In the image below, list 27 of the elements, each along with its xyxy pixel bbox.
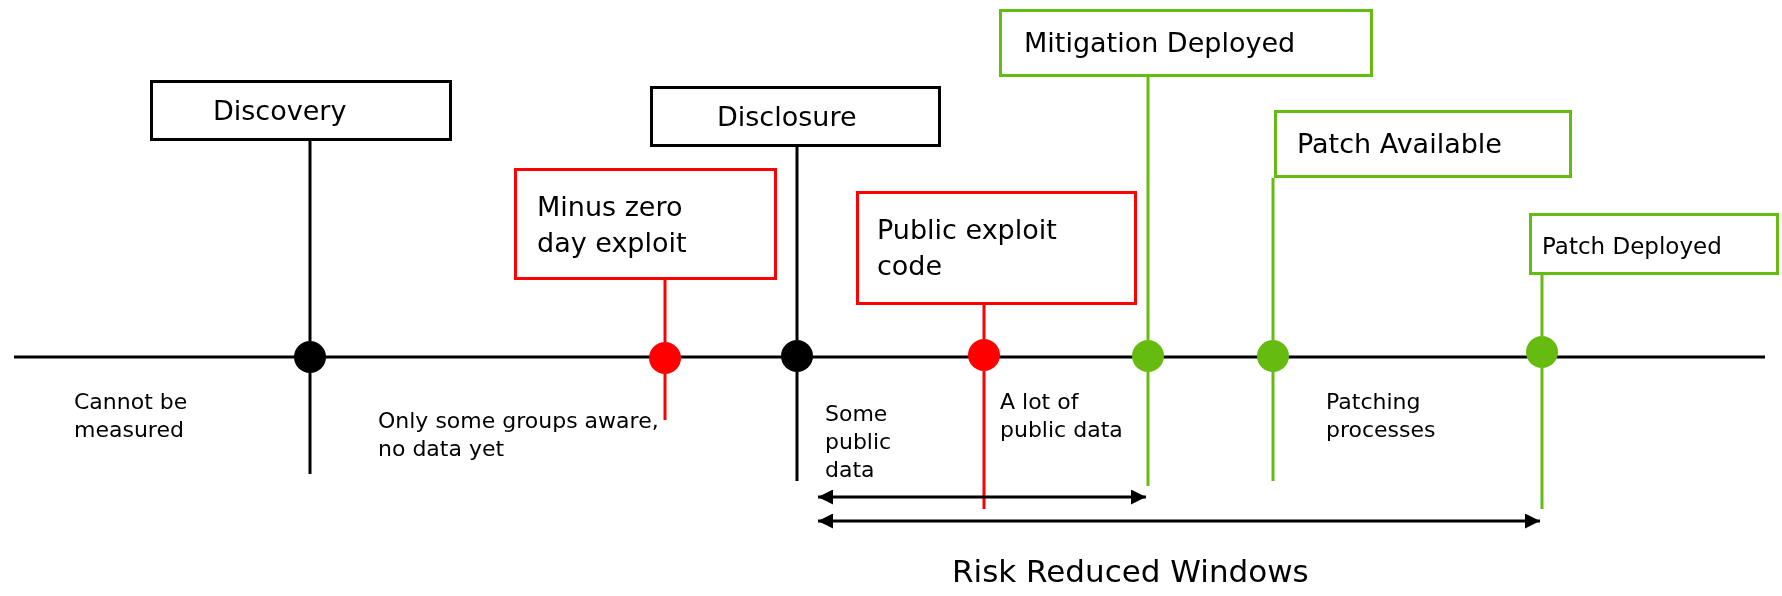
leader-line — [308, 141, 312, 341]
leader-line — [1146, 77, 1150, 340]
timeline-dot — [1132, 340, 1164, 372]
leader-line — [795, 147, 799, 340]
phase-note: Only some groups aware, no data yet — [378, 407, 660, 463]
timeline-dot — [1257, 340, 1289, 372]
event-box: Patch Available — [1274, 110, 1572, 178]
leader-line — [1271, 178, 1275, 340]
leader-line — [663, 280, 667, 342]
window-caption: Risk Reduced Windows — [952, 552, 1310, 590]
timeline-dot — [781, 340, 813, 372]
leader-line — [982, 305, 986, 339]
timeline-dot — [1526, 336, 1558, 368]
phase-note: Patching processes — [1326, 388, 1437, 444]
phase-note: Cannot be measured — [74, 388, 189, 444]
event-box: Mitigation Deployed — [999, 9, 1373, 77]
event-box: Disclosure — [650, 86, 941, 147]
event-box: Public exploit code — [856, 191, 1137, 305]
event-box: Discovery — [150, 80, 452, 141]
phase-note: A lot of public data — [1000, 388, 1124, 444]
timeline-dot — [968, 339, 1000, 371]
timeline-dot — [294, 341, 326, 373]
phase-note: Some public data — [825, 400, 893, 484]
event-box: Patch Deployed — [1529, 213, 1779, 275]
timeline-dot — [649, 342, 681, 374]
leader-line — [1540, 275, 1544, 336]
event-box: Minus zero day exploit — [514, 168, 777, 280]
